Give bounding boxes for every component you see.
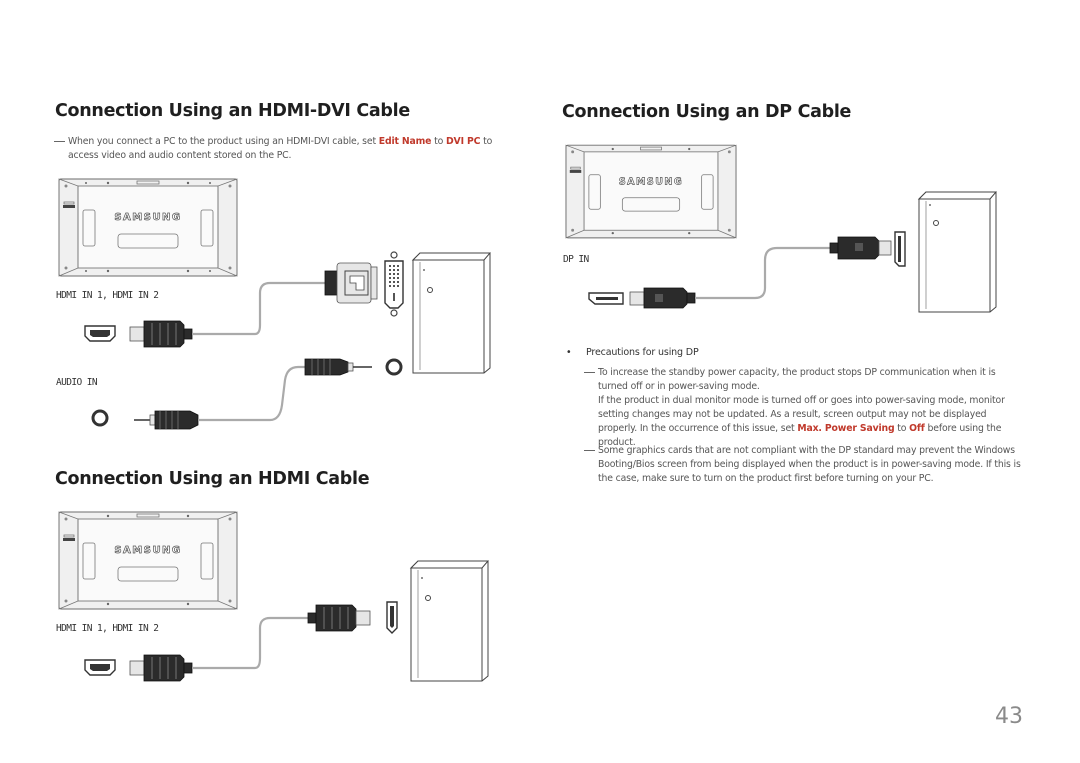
pc-tower-illustration <box>411 252 492 374</box>
note-dash <box>584 372 595 373</box>
note-dp-graphics-text: Some graphics cards that are not complia… <box>598 445 1021 484</box>
note-dash <box>584 450 595 451</box>
edit-name-term: Edit Name <box>378 136 432 147</box>
pc-tower-illustration <box>409 560 490 682</box>
note-text: When you connect a PC to the product usi… <box>68 136 379 147</box>
monitor-back-illustration: SAMSUNG <box>58 511 238 610</box>
precautions-bullet: • Precautions for using DP <box>566 347 699 358</box>
note-text-end: to access video and audio content stored… <box>68 136 493 161</box>
samsung-logo: SAMSUNG <box>619 176 683 187</box>
page-number: 43 <box>995 704 1023 729</box>
off-term: Off <box>909 423 925 434</box>
bullet-dot: • <box>566 347 572 358</box>
monitor-back-illustration: SAMSUNG <box>58 178 238 277</box>
note-dp-to: to <box>894 423 910 434</box>
hdmi-port-label: HDMI IN 1, HDMI IN 2 <box>56 290 159 301</box>
note-dp-line2-end: before using the product. <box>598 423 1002 448</box>
note-dp-graphics-cards: Some graphics cards that are not complia… <box>584 444 1028 486</box>
hdmi-port-label: HDMI IN 1, HDMI IN 2 <box>56 623 159 634</box>
section-title-hdmi-dvi: Connection Using an HDMI-DVI Cable <box>55 101 410 121</box>
section-title-hdmi: Connection Using an HDMI Cable <box>55 469 370 489</box>
note-dp-standby: To increase the standby power capacity, … <box>584 366 1028 450</box>
pc-tower-illustration <box>917 191 998 313</box>
samsung-logo: SAMSUNG <box>114 545 181 556</box>
note-hdmi-dvi: When you connect a PC to the product usi… <box>54 135 498 163</box>
note-dash <box>54 141 65 142</box>
precautions-text: Precautions for using DP <box>586 347 699 358</box>
samsung-logo: SAMSUNG <box>114 212 181 223</box>
note-text-to: to <box>431 136 446 147</box>
hdmi-dvi-cable-illustration <box>84 251 404 430</box>
monitor-back-illustration: SAMSUNG <box>565 144 737 239</box>
note-dp-line1: To increase the standby power capacity, … <box>598 367 996 392</box>
dp-cable-illustration <box>588 231 906 309</box>
section-title-dp: Connection Using an DP Cable <box>562 102 852 122</box>
max-power-saving-term: Max. Power Saving <box>797 423 895 434</box>
note-dp-line2-text: If the product in dual monitor mode is t… <box>598 395 1005 434</box>
dvi-pc-term: DVI PC <box>445 136 481 147</box>
dp-port-label: DP IN <box>563 254 589 265</box>
audio-port-label: AUDIO IN <box>56 377 98 388</box>
note-dp-line2: If the product in dual monitor mode is t… <box>598 394 1028 450</box>
hdmi-cable-illustration <box>84 601 398 682</box>
